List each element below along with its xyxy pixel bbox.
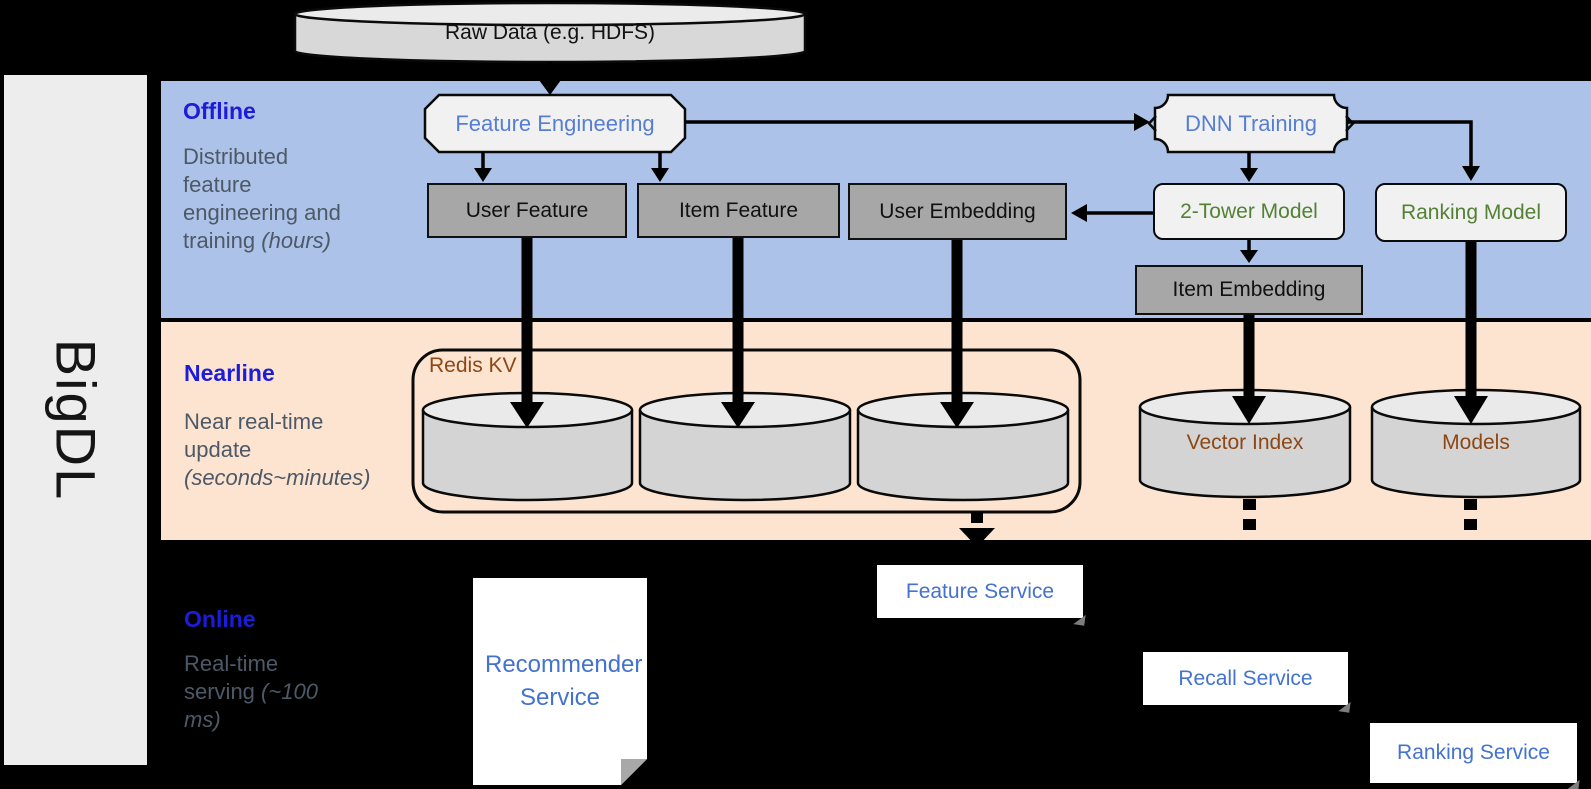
recall-service-box: Recall Service [1143,652,1348,705]
bigdl-sidebar: BigDL [4,75,147,765]
online-desc-text: Real-time serving [184,651,279,704]
offline-desc-duration: (hours) [261,227,331,253]
item-embedding-box: Item Embedding [1135,265,1363,315]
dnn-training-label: DNN Training [1184,110,1318,136]
feature-service-box: Feature Service [877,565,1083,618]
ranking-model-box: Ranking Model [1375,183,1567,242]
online-desc-duration: (~100 ms) [184,678,318,732]
raw-data-label: Raw Data (e.g. HDFS) [444,21,656,44]
recommender-service-doc: Recommender Service [473,578,647,785]
online-description: Real-time serving (~100 ms) [184,650,324,734]
ranking-service-box: Ranking Service [1370,723,1577,783]
user-embedding-box: User Embedding [848,183,1067,240]
offline-description: Distributed feature engineering and trai… [183,143,358,255]
nearline-title: Nearline [184,360,275,386]
models-label: Models [1442,431,1510,454]
two-tower-model-box: 2-Tower Model [1153,183,1345,240]
recommender-service-label: Recommender Service [485,651,643,711]
item-feature-box: Item Feature [637,183,840,238]
bigdl-brand-label: BigDL [44,338,107,502]
nearline-description: Near real-time update (seconds~minutes) [184,408,394,492]
nearline-desc-duration: (seconds~minutes) [184,464,371,490]
offline-desc-text: Distributed feature engineering and trai… [183,144,341,253]
nearline-desc-text: Near real-time update [184,409,324,462]
vector-index-label: Vector Index [1186,431,1304,454]
online-title: Online [184,606,256,632]
redis-kv-label: Redis KV [429,354,517,377]
user-feature-box: User Feature [427,183,627,238]
page-fold-icon [621,759,647,785]
offline-title: Offline [183,98,256,124]
feature-engineering-label: Feature Engineering [455,110,655,136]
